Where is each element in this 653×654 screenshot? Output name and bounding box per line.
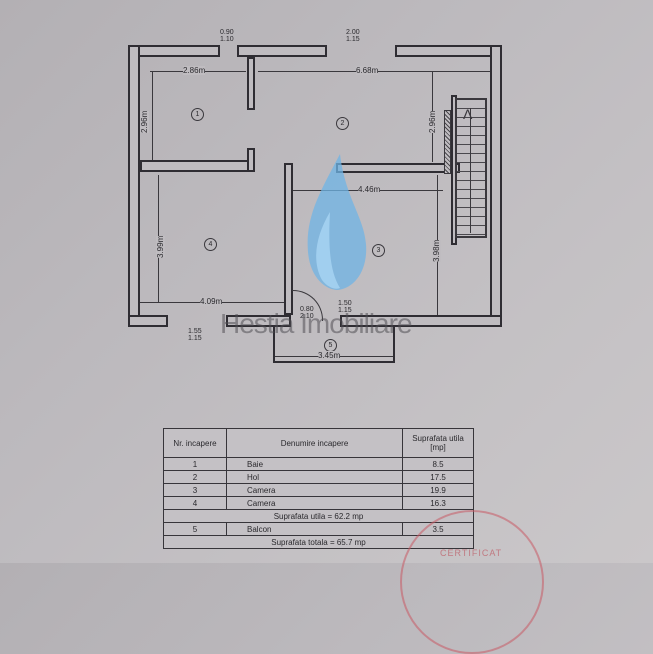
room-area: 16.3: [402, 496, 474, 510]
room-area: 19.9: [402, 483, 474, 497]
table-row: 4 Camera 16.3: [163, 496, 474, 510]
stairs-direction-line: [470, 108, 471, 233]
table-row: 3 Camera 19.9: [163, 483, 474, 497]
wall-outer-left: [128, 45, 140, 327]
dim-room1-height: 2.96m: [140, 110, 149, 133]
wall-outer-bottom-mid: [226, 315, 291, 327]
room-number-2: 2: [336, 117, 349, 130]
room-number-1: 1: [191, 108, 204, 121]
table-row: 2 Hol 17.5: [163, 470, 474, 484]
dim-room3-height: 3.98m: [432, 239, 441, 262]
room-name: Hol: [226, 470, 403, 484]
wall-room1-stub: [247, 148, 255, 172]
wall-outer-bottom-right: [340, 315, 502, 327]
dim-room1-width: 2.86m: [183, 66, 206, 75]
wall-outer-top-right: [395, 45, 502, 57]
table-row: 1 Baie 8.5: [163, 457, 474, 471]
subtotal-row: Suprafata utila = 62.2 mp: [163, 509, 474, 523]
balcony-name: Balcon: [226, 522, 403, 536]
dim-room4-height: 3.99m: [156, 235, 165, 258]
table-header-row: Nr. incapere Denumire incapere Suprafata…: [163, 428, 474, 458]
header-usable-area: Suprafata utila [mp]: [402, 428, 474, 458]
room-nr: 4: [163, 496, 227, 510]
room-area: 8.5: [402, 457, 474, 471]
room-name: Baie: [226, 457, 403, 471]
watermark-text: Hestia Imobiliare: [220, 308, 413, 339]
dim-line-room1-h: [152, 72, 153, 160]
wall-room1-right: [247, 57, 255, 110]
wall-room1-bottom: [140, 160, 255, 172]
room-nr: 1: [163, 457, 227, 471]
header-room-name: Denumire incapere: [226, 428, 403, 458]
wall-outer-right: [490, 45, 502, 327]
room-nr: 3: [163, 483, 227, 497]
certificate-stamp: [400, 510, 544, 654]
header-room-number: Nr. incapere: [163, 428, 227, 458]
wall-room4-right: [284, 163, 293, 315]
wall-outer-bottom-left: [128, 315, 168, 327]
subtotal-usable-area: Suprafata utila = 62.2 mp: [163, 509, 474, 523]
wall-outer-top-left: [128, 45, 220, 57]
room-nr: 2: [163, 470, 227, 484]
room-name: Camera: [226, 496, 403, 510]
stair-railing: [444, 110, 451, 174]
stairs-arrow-icon: Λ: [463, 106, 473, 122]
dim-room2-height: 2.96m: [428, 110, 437, 133]
balcony-outline: [273, 325, 395, 363]
room-number-4: 4: [204, 238, 217, 251]
balcony-nr: 5: [163, 522, 227, 536]
stamp-text: CERTIFICAT: [440, 548, 503, 558]
dim-room4-width: 4.09m: [200, 297, 223, 306]
dim-room3-width: 4.46m: [358, 185, 381, 194]
dim-room2-width: 6.68m: [356, 66, 379, 75]
dim-balcony-width: 3.45m: [318, 351, 341, 360]
room-number-3: 3: [372, 244, 385, 257]
room-area: 17.5: [402, 470, 474, 484]
room-name: Camera: [226, 483, 403, 497]
floor-plan: 2.86m 6.68m 2.96m 2.96m 4.46m 3.98m 4.09…: [128, 29, 502, 363]
stairs: [455, 98, 487, 238]
flame-logo-icon: [307, 154, 367, 290]
wall-outer-top-mid: [237, 45, 327, 57]
